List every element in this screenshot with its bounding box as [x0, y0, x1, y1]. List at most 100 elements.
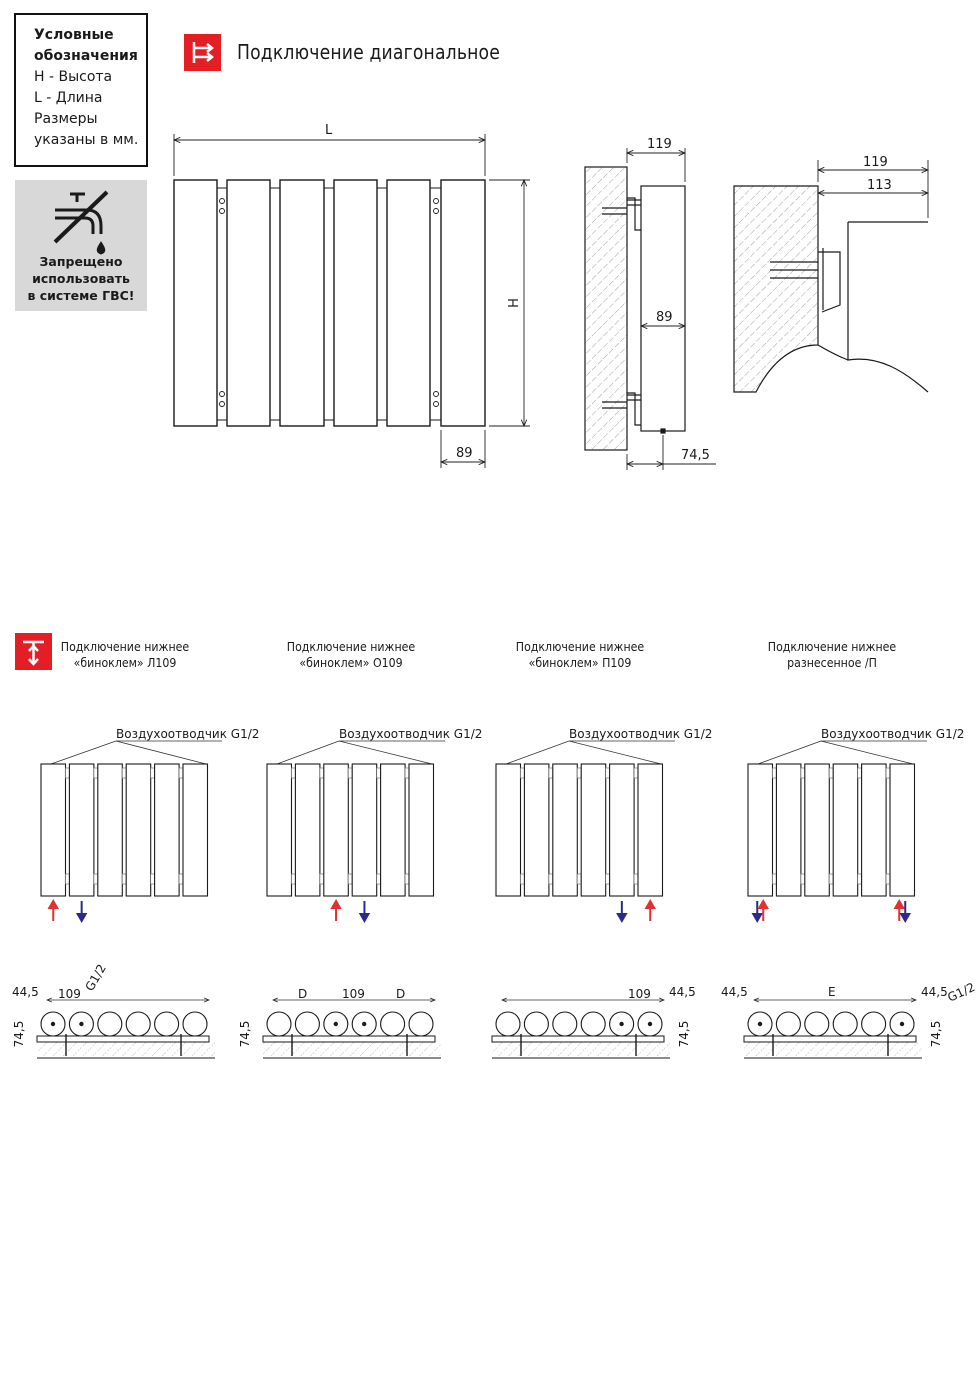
v4-floor	[744, 1042, 922, 1058]
v4-flow-arrow	[757, 898, 769, 921]
no-water-tap-icon	[53, 190, 109, 255]
v3-section-plan	[580, 1011, 606, 1037]
warning-line-2: использовать	[32, 271, 130, 286]
v2-spacing: 109	[342, 987, 365, 1001]
v3-flow-arrow	[616, 901, 628, 924]
v4-section-plan	[832, 1011, 858, 1037]
side-bottom-offset-label: 74,5	[681, 448, 710, 463]
v4-nipple	[885, 767, 891, 779]
v3-mount-plate	[491, 1035, 665, 1043]
legend-length: L - Длина	[34, 90, 103, 106]
v4-span: E	[828, 985, 836, 999]
legend-height: H - Высота	[34, 69, 113, 85]
v2-section	[408, 763, 435, 897]
v3-section	[495, 763, 522, 897]
v4-section	[861, 763, 887, 897]
v4-nipple	[772, 767, 777, 779]
section	[226, 179, 271, 427]
legend-box: Условные обозначения H - Высота L - Длин…	[14, 13, 148, 167]
variant-2-title-line2: «биноклем» О109	[299, 655, 403, 670]
v1-thread: G1/2	[82, 962, 108, 994]
v4-nipple	[800, 767, 806, 779]
v3-floor	[492, 1042, 670, 1058]
v2-section	[380, 763, 406, 897]
v3-section	[523, 763, 550, 897]
v2-port-dot	[362, 1021, 367, 1027]
v1-spacing: 109	[58, 987, 81, 1001]
warning-line-3: в системе ГВС!	[27, 288, 135, 303]
v2-section	[266, 763, 293, 897]
v2-nipple	[291, 873, 296, 885]
v2-nipple	[404, 767, 410, 779]
diagonal-connection-icon	[184, 34, 221, 71]
v1-nipple	[150, 767, 155, 779]
v4-mount-plate	[743, 1035, 917, 1043]
v3-section	[609, 763, 635, 897]
variant-4-title-line2: разнесенное /П	[787, 655, 877, 670]
v3-port-dot	[647, 1021, 653, 1027]
v2-nipple	[291, 767, 296, 779]
v4-nipple	[800, 873, 806, 885]
v4-nipple	[885, 873, 891, 885]
legend-sizes-1: Размеры	[34, 111, 98, 127]
v4-nipple	[857, 767, 862, 779]
v1-section	[68, 763, 95, 897]
v2-d-right: D	[396, 987, 405, 1001]
bottom-connection-icon	[15, 633, 52, 670]
v1-left-offset: 44,5	[12, 985, 39, 999]
v3-height: 74,5	[677, 1021, 691, 1048]
v2-d-left: D	[298, 987, 307, 1001]
v2-nipple	[404, 873, 410, 885]
side-view	[584, 166, 686, 451]
v4-section-plan	[775, 1011, 801, 1037]
v2-vent-leader-right	[338, 740, 433, 765]
v3-nipple	[576, 767, 582, 779]
v1-port-dot	[79, 1021, 84, 1027]
v1-section	[125, 763, 152, 897]
length-label: L	[325, 123, 333, 138]
v2-nipple	[347, 873, 353, 885]
v3-spacing: 109	[628, 987, 651, 1001]
v1-port-dot	[50, 1021, 56, 1027]
v1-vent-leader-right	[115, 740, 207, 765]
v4-nipple	[828, 767, 834, 779]
variant-1-title: Подключение нижнее «биноклем» Л109	[37, 639, 213, 671]
v1-flow-arrow	[47, 898, 59, 921]
v4-flow-arrow	[893, 898, 905, 921]
v3-nipple	[548, 873, 554, 885]
top-drawings: L H 89 119 89 74,5 119 1	[0, 123, 980, 470]
v3-section	[552, 763, 578, 897]
v2-mount-plate	[262, 1035, 436, 1043]
legend-sizes-2: указаны в мм.	[34, 132, 139, 148]
v1-nipple	[93, 767, 99, 779]
v3-section-plan	[523, 1011, 549, 1037]
v4-section	[804, 763, 830, 897]
v1-nipple	[150, 873, 155, 885]
v2-vent-leader-left	[276, 740, 340, 765]
diagonal-connection-title: Подключение диагональное	[237, 40, 500, 64]
variant-3-vent-label: Воздухоотводчик G1/2	[569, 727, 712, 741]
v3-right-offset: 44,5	[669, 985, 696, 999]
variant-2-title-line1: Подключение нижнее	[286, 639, 416, 654]
section	[279, 179, 325, 427]
height-label: H	[507, 298, 522, 308]
variant-4-title-line1: Подключение нижнее	[767, 639, 897, 654]
bracket-depth-inner-label: 113	[867, 178, 892, 193]
v3-nipple	[633, 873, 639, 885]
v1-section	[154, 763, 180, 897]
v1-nipple	[93, 873, 99, 885]
variant-2-title: Подключение нижнее «биноклем» О109	[263, 639, 439, 671]
v4-nipple	[828, 873, 834, 885]
v1-vent-leader-left	[50, 740, 117, 765]
v4-section-plan	[804, 1011, 830, 1037]
warning-box: Запрещено использовать в системе ГВС!	[15, 180, 147, 311]
v2-flow-arrow	[330, 898, 342, 921]
v4-vent-leader-left	[757, 740, 822, 765]
v4-left-offset: 44,5	[721, 985, 748, 999]
warning-text: Запрещено использовать в системе ГВС!	[15, 253, 147, 304]
v3-section	[637, 763, 664, 897]
v1-height: 74,5	[12, 1021, 26, 1048]
v1-nipple	[121, 767, 127, 779]
v1-section-plan	[182, 1011, 208, 1037]
